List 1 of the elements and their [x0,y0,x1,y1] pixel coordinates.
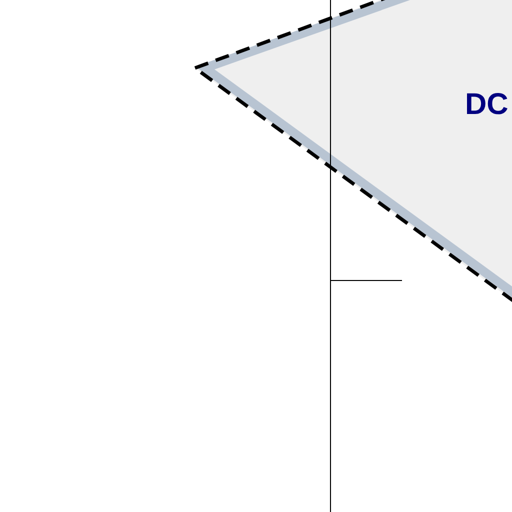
diamond-label: DC [465,88,508,122]
